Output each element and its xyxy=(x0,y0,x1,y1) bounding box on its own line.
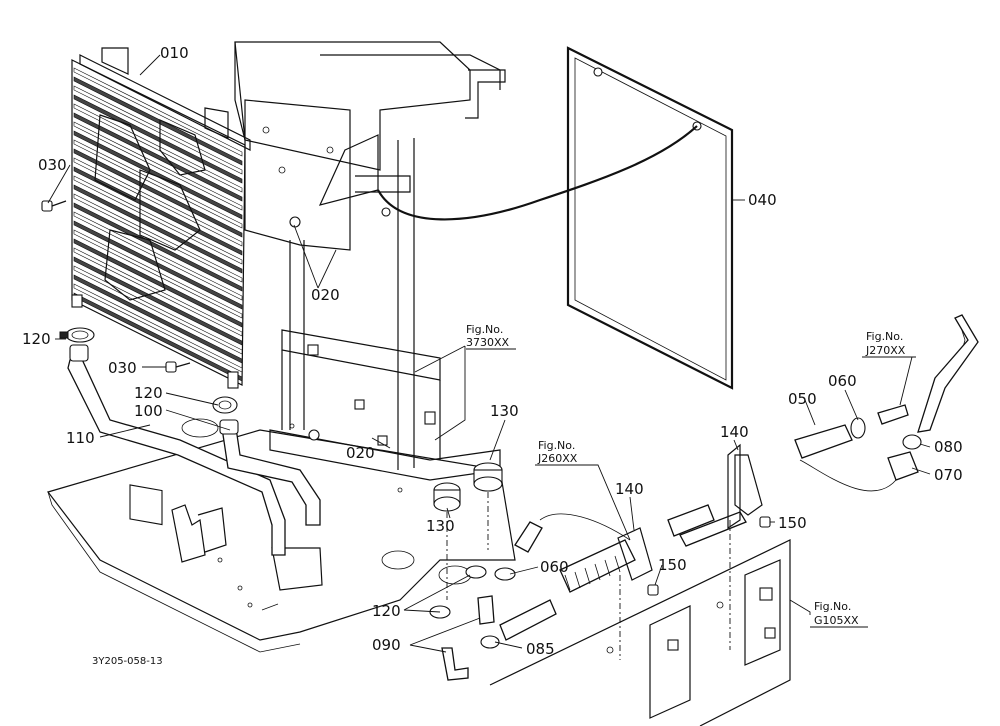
label-120-mid: 120 xyxy=(134,384,163,402)
label-040: 040 xyxy=(748,191,777,209)
cooler-fin xyxy=(73,103,243,193)
label-020-bottom: 020 xyxy=(346,444,375,462)
cooler-fin xyxy=(73,265,243,355)
cooler-fin xyxy=(73,292,243,382)
oil-cooler-core xyxy=(71,47,251,389)
figure-references: Fig.No. 3730XX Fig.No. J270XX Fig.No. J2… xyxy=(466,323,916,628)
cooler-fin xyxy=(73,76,243,166)
label-090: 090 xyxy=(372,636,401,654)
label-060-bottom: 060 xyxy=(540,558,569,576)
bolts-030 xyxy=(41,200,191,373)
grommets xyxy=(433,462,503,600)
drawing-code: 3Y205-058-13 xyxy=(92,656,163,667)
label-130-left: 130 xyxy=(426,517,455,535)
label-010: 010 xyxy=(160,44,189,62)
cooler-fin xyxy=(73,283,243,373)
cooler-fin xyxy=(73,130,243,220)
cooler-fin xyxy=(73,112,243,202)
cooler-fin xyxy=(73,238,243,328)
cooler-fin xyxy=(73,193,243,283)
frame-bracket xyxy=(234,41,506,493)
label-140-left: 140 xyxy=(615,480,644,498)
label-080: 080 xyxy=(934,438,963,456)
fig-ref-j270xx-line1: Fig.No. xyxy=(866,330,903,343)
label-150-left: 150 xyxy=(658,556,687,574)
label-120-bottom: 120 xyxy=(372,602,401,620)
label-050: 050 xyxy=(788,390,817,408)
label-120-top: 120 xyxy=(22,330,51,348)
label-140-right: 140 xyxy=(720,423,749,441)
cooler-fin xyxy=(73,202,243,292)
label-100: 100 xyxy=(134,402,163,420)
fig-ref-3730xx-line1: Fig.No. xyxy=(466,323,503,336)
cooler-fin xyxy=(73,184,243,274)
screen-wire xyxy=(377,125,698,221)
left-hoses xyxy=(67,344,321,556)
cooler-fin xyxy=(73,211,243,301)
cooler-fin xyxy=(73,274,243,364)
cooler-fin xyxy=(73,256,243,346)
label-085: 085 xyxy=(526,640,555,658)
part-number-labels: 010 030 020 040 120 030 120 100 110 020 … xyxy=(22,44,963,658)
label-130-right: 130 xyxy=(490,402,519,420)
label-020-top: 020 xyxy=(311,286,340,304)
fig-ref-g105xx-line1: Fig.No. xyxy=(814,600,851,613)
fig-ref-j260xx-line1: Fig.No. xyxy=(538,439,575,452)
fig-ref-g105xx-line2: G105XX xyxy=(814,614,859,627)
cooler-fin xyxy=(73,148,243,238)
cooler-fin xyxy=(73,229,243,319)
fig-ref-3730xx-line2: 3730XX xyxy=(466,336,510,349)
cooler-fin xyxy=(73,94,243,184)
cooler-fin xyxy=(73,175,243,265)
cooler-fin xyxy=(73,157,243,247)
cooler-fin xyxy=(73,121,243,211)
fig-ref-j270xx-line2: J270XX xyxy=(865,344,906,357)
cooler-fin xyxy=(73,67,243,157)
cooler-fin xyxy=(73,139,243,229)
right-hose-assembly xyxy=(429,314,979,681)
mesh-screen xyxy=(566,46,734,390)
hose-clamps-left xyxy=(59,327,238,414)
label-150-right: 150 xyxy=(778,514,807,532)
right-frame xyxy=(489,539,791,726)
cooler-fin xyxy=(73,166,243,256)
label-030-top: 030 xyxy=(38,156,67,174)
label-070: 070 xyxy=(934,466,963,484)
fig-ref-j260xx-line2: J260XX xyxy=(537,452,578,465)
label-110: 110 xyxy=(66,429,95,447)
label-060-top: 060 xyxy=(828,372,857,390)
label-030-mid: 030 xyxy=(108,359,137,377)
